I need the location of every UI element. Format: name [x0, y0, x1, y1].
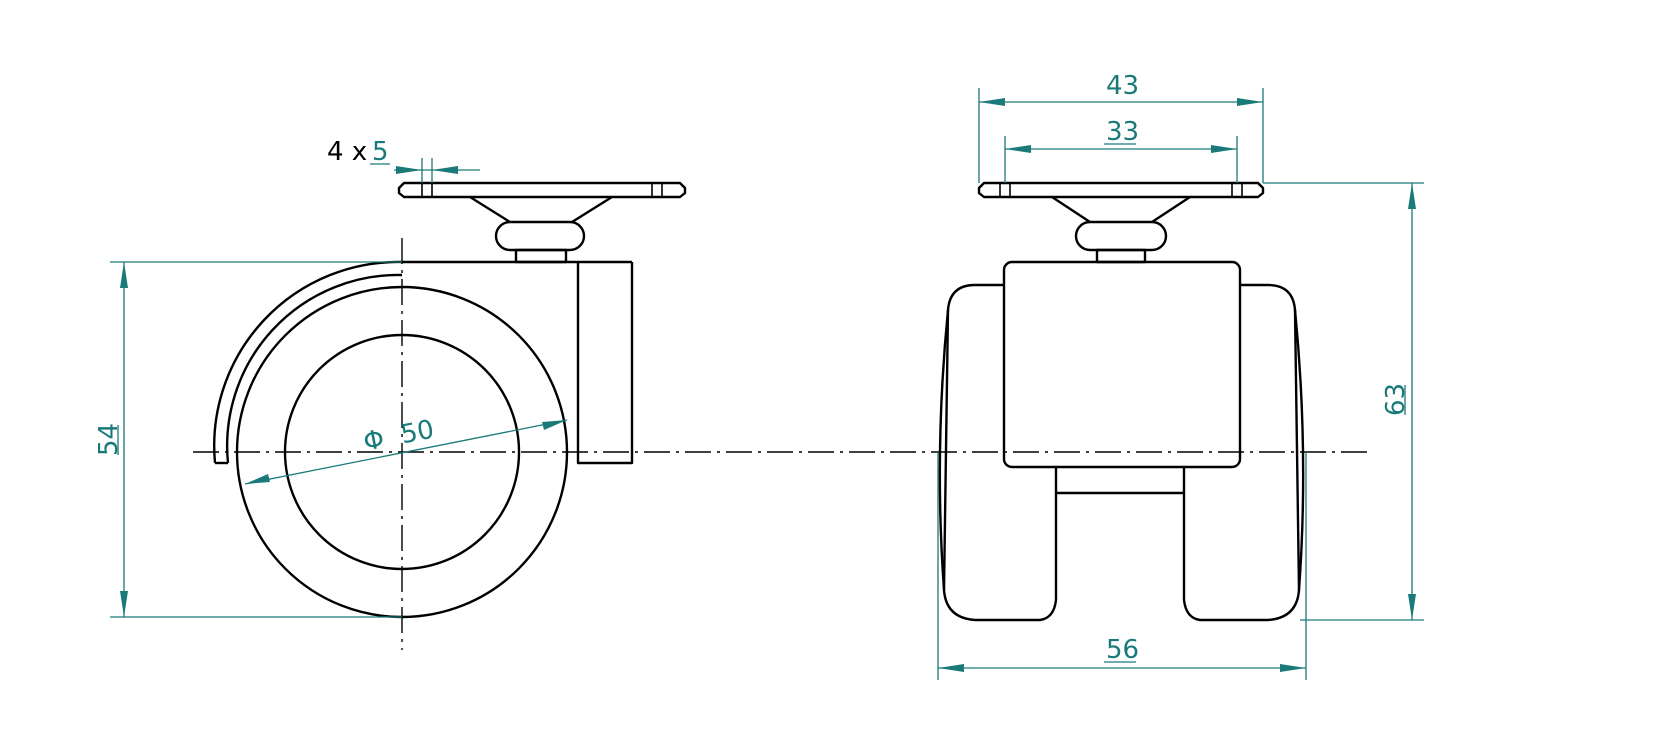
plate33-arrow-right [1211, 145, 1237, 153]
overall-width-dimension: 56 [937, 452, 1307, 680]
plate-outer-dimension: 43 [978, 71, 1264, 183]
height63-label: 63 [1381, 383, 1411, 416]
hole-size-label: 5 [372, 137, 389, 167]
diameter-arrow-right [542, 420, 567, 430]
side-mount-plate [397, 181, 687, 199]
front-wheel-right [1182, 283, 1301, 622]
side-hood-inner [226, 273, 403, 464]
hole-count-label: 4 x [327, 137, 367, 167]
diameter-line [244, 419, 568, 485]
plate43-arrow-left [979, 98, 1005, 106]
plate33-arrow-left [1005, 145, 1031, 153]
plate43-arrow-right [1237, 98, 1263, 106]
hole-arrow-right [432, 166, 458, 174]
diameter-value: 50 [398, 415, 436, 451]
height54-label: 54 [94, 423, 124, 456]
front-swivel-stem [1095, 248, 1147, 264]
front-mount-plate [977, 181, 1265, 199]
side-swivel-stem [514, 248, 568, 264]
diameter-symbol: Φ [361, 424, 387, 457]
side-height-dimension: 54 [94, 261, 402, 618]
width56-arrow-left [938, 664, 964, 672]
hole-arrow-left [396, 166, 422, 174]
side-fork-leg [576, 262, 634, 465]
dimensions: 4 x 5 Φ 50 54 [94, 71, 1424, 680]
width56-arrow-right [1280, 664, 1306, 672]
height54-arrow-top [120, 262, 128, 288]
front-swivel-cone [1051, 195, 1191, 224]
front-axle-housing [1054, 467, 1186, 600]
side-swivel-ring [494, 220, 586, 252]
front-wheel-right-edge [1293, 309, 1305, 591]
front-view [938, 181, 1305, 622]
diameter-arrow-left [245, 474, 270, 484]
side-hood-outer [213, 260, 403, 464]
front-fork-body [1002, 260, 1242, 469]
side-swivel-cone [469, 195, 613, 224]
plate-holes-dimension: 33 [1004, 117, 1238, 183]
plate43-label: 43 [1106, 71, 1139, 101]
side-view [213, 181, 687, 650]
overall-height-dimension: 63 [1263, 182, 1424, 621]
height54-arrow-bottom [120, 591, 128, 617]
front-wheel-left-edge [938, 309, 950, 591]
plate33-label: 33 [1106, 117, 1139, 147]
front-swivel-ring [1074, 220, 1168, 252]
width56-label: 56 [1106, 635, 1139, 665]
height63-arrow-bottom [1408, 594, 1416, 620]
front-wheel-left [942, 283, 1058, 622]
height63-arrow-top [1408, 183, 1416, 209]
hole-dimension: 4 x 5 [327, 137, 480, 183]
